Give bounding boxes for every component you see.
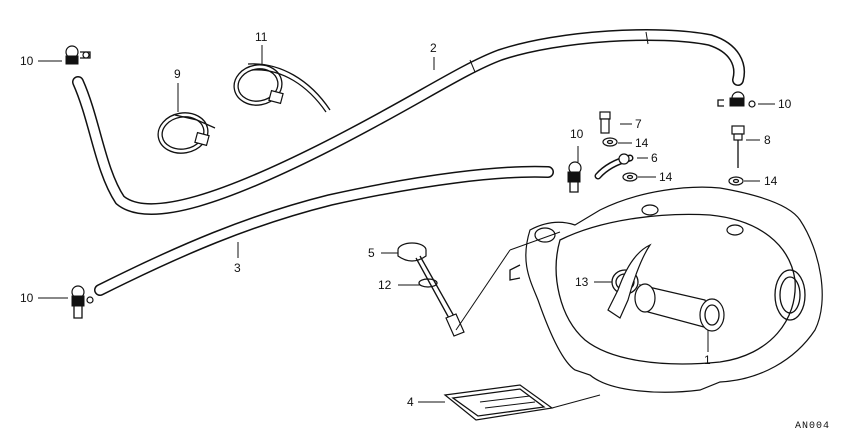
hose-band-9	[157, 112, 216, 154]
callout-9: 9	[174, 67, 181, 81]
callout-14-right: 14	[764, 174, 778, 188]
callout-7: 7	[635, 117, 642, 131]
hose-clamp-10-middle	[567, 161, 582, 193]
washer-14-lower	[622, 172, 638, 182]
diagram-code: AN004	[795, 421, 830, 432]
o-ring-12	[418, 278, 438, 288]
bolt-7	[599, 111, 611, 134]
callout-10-middle: 10	[570, 127, 584, 141]
washer-14-right	[728, 176, 744, 186]
hose-clamp-10-top-left	[65, 45, 91, 65]
dipstick-5	[397, 242, 465, 337]
callout-12: 12	[378, 278, 392, 292]
hose-clamp-10-top-right	[717, 91, 756, 108]
callout-labels: 1 2 3 4 5 6 7 8 9 10 10 10 10 11 12 13 1…	[20, 30, 830, 432]
callout-13: 13	[575, 275, 589, 289]
callout-3: 3	[234, 261, 241, 275]
breather-hose-2	[72, 29, 745, 216]
transmission-case	[509, 186, 823, 393]
washer-14-upper	[602, 137, 618, 147]
callout-6: 6	[651, 151, 658, 165]
callout-2: 2	[430, 41, 437, 55]
callout-10-top-right: 10	[778, 97, 792, 111]
mainshaft-1	[634, 283, 725, 332]
callout-11: 11	[255, 30, 268, 44]
breather-hose-3	[94, 165, 554, 296]
callout-14-upper: 14	[635, 136, 649, 150]
callout-10-bottom-left: 10	[20, 291, 34, 305]
hose-clamp-10-bottom-left	[71, 285, 94, 319]
hose-band-11	[233, 63, 331, 113]
callout-4: 4	[407, 395, 414, 409]
breather-cap-8	[731, 125, 745, 168]
callout-8: 8	[764, 133, 771, 147]
callout-14-lower: 14	[659, 170, 673, 184]
callout-1: 1	[704, 353, 711, 367]
leader-lines	[38, 45, 775, 409]
callout-5: 5	[368, 246, 375, 260]
shift-fork	[607, 243, 652, 319]
cover-plate-4	[443, 384, 554, 421]
breather-pipe-6	[594, 153, 634, 180]
callout-10-top-left: 10	[20, 54, 34, 68]
